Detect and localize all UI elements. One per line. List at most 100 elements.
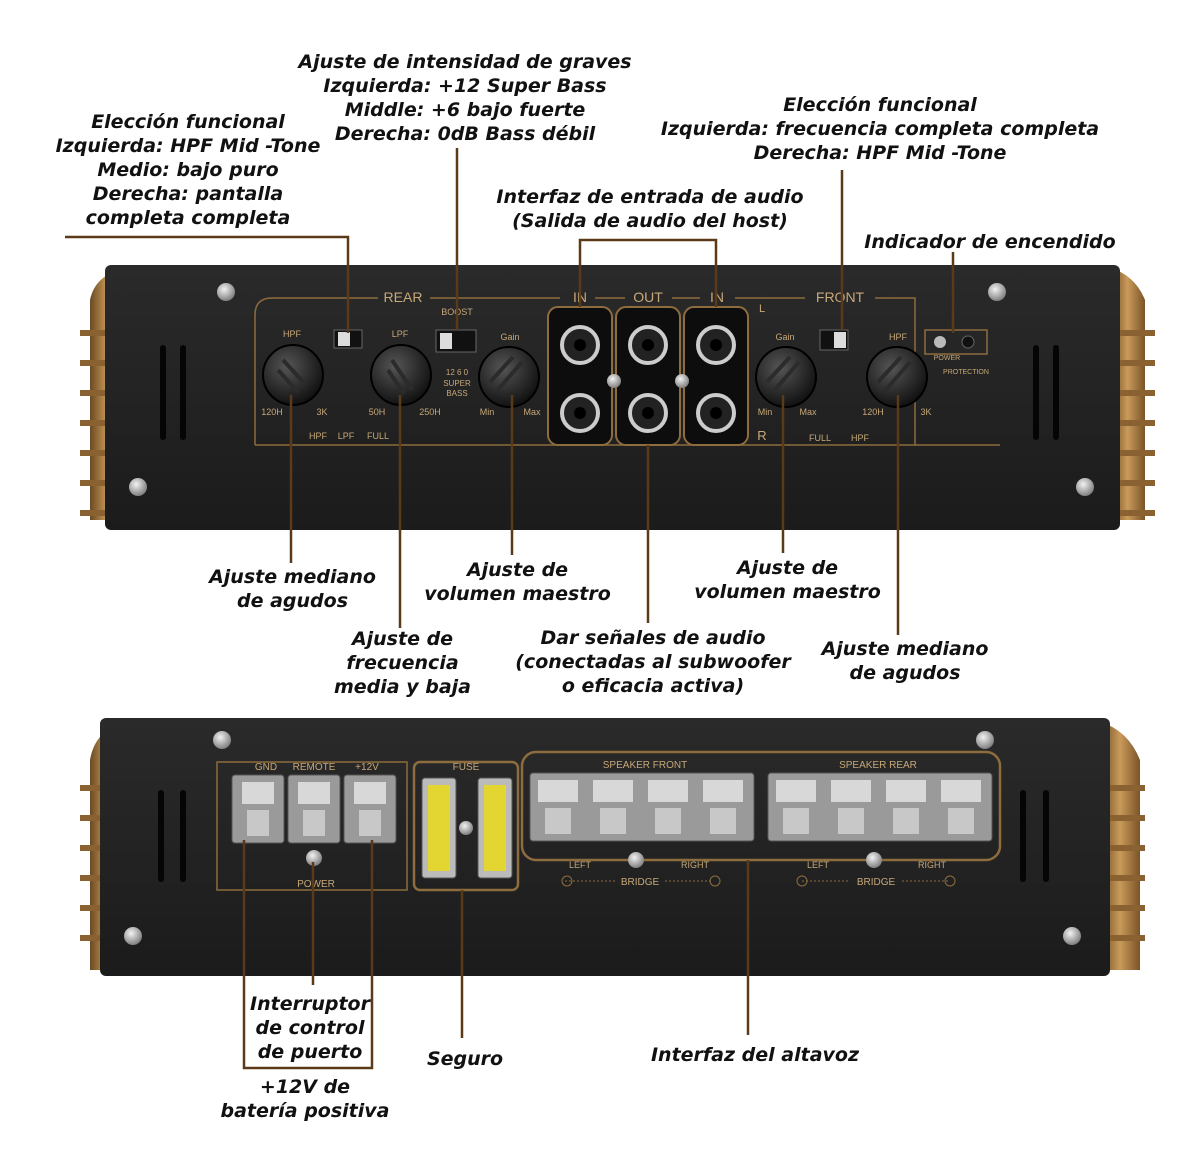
callout-agudos-right: Ajuste mediano de agudos xyxy=(821,638,989,684)
callout-eleccion-left: Elección funcional Izquierda: HPF Mid -T… xyxy=(55,111,321,229)
callout-power-indicator: Indicador de encendido xyxy=(864,231,1116,253)
label-full-right: FULL xyxy=(809,433,831,443)
screw-icon xyxy=(607,374,621,388)
label-left-front: LEFT xyxy=(569,860,592,870)
screw-icon xyxy=(976,731,994,749)
terminal-gnd[interactable] xyxy=(231,774,285,844)
label-min: Min xyxy=(480,407,495,417)
label-l: L xyxy=(759,303,765,315)
top-amplifier: REAR IN OUT IN FRONT BOOST HPF LPF Gain … xyxy=(80,265,1155,530)
label-super: SUPER xyxy=(443,379,471,388)
fuse-left-icon[interactable] xyxy=(421,777,457,879)
label-hpf: HPF xyxy=(283,329,302,339)
label-120h-right: 120H xyxy=(862,407,884,417)
screw-icon xyxy=(1063,927,1081,945)
screw-icon xyxy=(217,283,235,301)
label-fuse: FUSE xyxy=(453,762,480,773)
terminal-remote[interactable] xyxy=(287,774,341,844)
screw-icon xyxy=(213,731,231,749)
screw-icon xyxy=(675,374,689,388)
label-hpf-right: HPF xyxy=(889,332,908,342)
label-250h: 250H xyxy=(419,407,441,417)
callout-senales: Dar señales de audio (conectadas al subw… xyxy=(515,627,791,697)
label-switch-full: FULL xyxy=(367,431,389,441)
rca-output[interactable] xyxy=(615,306,681,446)
screw-icon xyxy=(988,283,1006,301)
switch-slider xyxy=(834,332,846,348)
label-boost-values: 12 6 0 xyxy=(446,368,469,377)
switch-slider xyxy=(338,332,350,346)
label-speaker-front: SPEAKER FRONT xyxy=(603,760,687,771)
label-right-front: RIGHT xyxy=(681,860,710,870)
callout-volumen-left: Ajuste de volumen maestro xyxy=(424,559,611,605)
leader-lines xyxy=(65,148,955,1070)
callout-graves: Ajuste de intensidad de graves Izquierda… xyxy=(298,51,632,145)
bottom-amplifier: GND REMOTE +12V POWER FUSE S xyxy=(80,718,1145,976)
protection-led-icon xyxy=(961,335,975,349)
label-gnd: GND xyxy=(255,762,277,773)
label-speaker-rear: SPEAKER REAR xyxy=(839,760,917,771)
power-led-icon xyxy=(934,336,946,348)
gain-knob-right[interactable] xyxy=(755,346,817,408)
label-switch-lpf: LPF xyxy=(338,431,355,441)
label-12v: +12V xyxy=(355,762,379,773)
screw-icon xyxy=(459,821,473,835)
label-right-rear: RIGHT xyxy=(918,860,947,870)
label-max: Max xyxy=(523,407,541,417)
label-hpf-switch-right: HPF xyxy=(851,433,870,443)
speaker-frame xyxy=(520,750,1002,862)
label-lpf: LPF xyxy=(392,329,409,339)
rca-input-right[interactable] xyxy=(683,306,749,446)
callout-frecuencia: Ajuste de frecuencia media y baja xyxy=(334,628,471,698)
fuse-frame xyxy=(412,760,520,892)
callout-volumen-right: Ajuste de volumen maestro xyxy=(694,557,881,603)
label-front: FRONT xyxy=(816,289,865,305)
label-bridge-front: BRIDGE xyxy=(621,877,660,888)
leader-bateria xyxy=(242,840,374,1070)
callout-agudos-left: Ajuste mediano de agudos xyxy=(209,566,376,612)
label-out: OUT xyxy=(633,289,663,305)
speaker-rear-terminals[interactable] xyxy=(767,772,993,842)
callout-audio-in: Interfaz de entrada de audio (Salida de … xyxy=(496,186,804,232)
rca-input-left[interactable] xyxy=(547,306,613,446)
callout-bateria: +12V de batería positiva xyxy=(220,1076,390,1122)
label-min-right: Min xyxy=(758,407,773,417)
label-50h: 50H xyxy=(369,407,386,417)
leader-audio-in xyxy=(578,238,718,307)
label-rear: REAR xyxy=(384,289,423,305)
label-max-right: Max xyxy=(799,407,817,417)
label-bridge-rear: BRIDGE xyxy=(857,877,896,888)
bottom-chassis xyxy=(100,718,1110,976)
screw-icon xyxy=(866,852,882,868)
label-bass: BASS xyxy=(446,389,467,398)
speaker-front-terminals[interactable] xyxy=(529,772,755,842)
label-120h: 120H xyxy=(261,407,283,417)
label-r: R xyxy=(757,428,766,443)
fuse-right-icon[interactable] xyxy=(477,777,513,879)
hpf-knob-left[interactable] xyxy=(262,344,324,406)
terminal-12v[interactable] xyxy=(343,774,397,844)
hpf-knob-right[interactable] xyxy=(866,346,928,408)
label-switch-hpf: HPF xyxy=(309,431,328,441)
callout-altavoz: Interfaz del altavoz xyxy=(650,1044,860,1066)
screw-icon xyxy=(129,478,147,496)
label-gain-right: Gain xyxy=(775,332,794,342)
label-left-rear: LEFT xyxy=(807,860,830,870)
screw-icon xyxy=(628,852,644,868)
leader-eleccion-left xyxy=(65,235,350,333)
label-power: POWER xyxy=(934,355,960,362)
screw-icon xyxy=(1076,478,1094,496)
label-gain: Gain xyxy=(500,332,519,342)
label-protection: PROTECTION xyxy=(943,369,989,376)
label-power-bottom: POWER xyxy=(297,879,335,890)
callout-seguro: Seguro xyxy=(426,1048,504,1070)
screw-icon xyxy=(306,850,322,866)
label-remote: REMOTE xyxy=(293,762,336,773)
label-3k: 3K xyxy=(316,407,327,417)
callout-eleccion-right: Elección funcional Izquierda: frecuencia… xyxy=(660,94,1100,164)
callout-interruptor: Interruptor de control de puerto xyxy=(250,993,370,1063)
led-frame xyxy=(924,329,988,355)
screw-icon xyxy=(124,927,142,945)
gain-knob-left[interactable] xyxy=(478,346,540,408)
